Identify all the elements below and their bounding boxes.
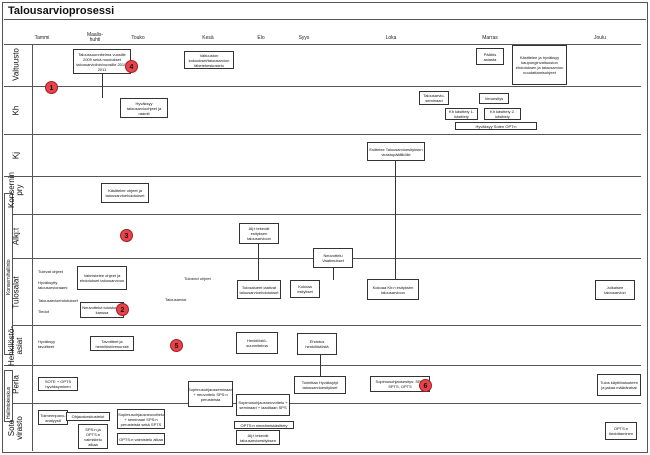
- lane-label-perla: Perla: [11, 375, 21, 394]
- box-tulos-valmistelee[interactable]: Valmistelee ohjeet ja ehdotukset talousa…: [77, 266, 127, 290]
- connector: [333, 268, 334, 280]
- tulos-label-talousarvio: Talousarvioehdotukset: [38, 298, 78, 303]
- badge-1: 1: [45, 81, 58, 94]
- connector: [102, 74, 103, 98]
- lane-divider: [4, 325, 641, 326]
- box-sote-ohjaus[interactable]: Ohjauskeskustelut: [66, 412, 110, 421]
- lane-divider: [4, 365, 641, 366]
- tulos-label-hyvaksytty: Hyväksytty talousarvioraami: [38, 280, 68, 290]
- month-header: Marras: [482, 35, 498, 41]
- box-perla-sopimusohjaus[interactable]: Sopimusohjausneuvottelu + seminaari + la…: [236, 394, 290, 416]
- month-header: Elo: [257, 35, 265, 41]
- month-header: Loka: [385, 35, 397, 41]
- month-header: Kesä: [202, 35, 214, 41]
- box-kh-kasittely-2[interactable]: Kh käsittely 2. käsittely: [484, 108, 521, 120]
- lane-label-alkj: Alkj:t: [11, 227, 21, 246]
- tulos-label-tiedot: Tiedot: [38, 309, 49, 314]
- badge-3: 3: [120, 229, 133, 242]
- lane-divider: [4, 176, 641, 177]
- lane-label-valtuusto: Valtuusto: [11, 48, 21, 81]
- group-konsernihallinto: [4, 193, 13, 355]
- box-perla-sote[interactable]: SOTE + OPTS hyväksyminen: [38, 377, 78, 391]
- box-perla-tiedote[interactable]: Toimittaa Hyväksytyt talousarvioesitykse…: [294, 376, 346, 394]
- hr-label-hyvaksyy: Hyväksyy tavoitteet: [38, 339, 56, 349]
- connector: [395, 161, 396, 279]
- label-column-divider: [32, 44, 33, 451]
- group-hallintokeskus: [4, 370, 13, 422]
- box-alkj-ehdotus[interactable]: Alj:t tekevät esityksen talousarvioon: [239, 223, 279, 244]
- box-valtuusto-paatos[interactable]: Päätös asiasta: [476, 48, 504, 65]
- box-sote-alkjtae[interactable]: Alj:t tekevät talousarvioesityksen: [236, 430, 280, 445]
- box-hr-henkilosto[interactable]: Henkilöstö-suunnitelma: [236, 332, 278, 354]
- box-tulos-neuvottelu[interactable]: Neuvottelu Vaatimukset: [313, 248, 353, 268]
- box-kh-opt[interactable]: Hyväksyy Soten OPT:n: [455, 122, 537, 130]
- lane-label-henkilosto: Henkilöstö- asiat: [7, 326, 24, 367]
- box-tulos-ehdotukset[interactable]: Tulosalueet laativat talousarvioehdotuks…: [237, 280, 281, 299]
- box-sote-optsto[interactable]: OPTS:n tiedottaminen: [605, 422, 637, 440]
- title-divider: [4, 19, 646, 20]
- month-header: Touko: [131, 35, 145, 41]
- badge-6: 6: [419, 379, 432, 392]
- lane-divider: [4, 86, 641, 87]
- box-valtuusto-tae[interactable]: Taloussuunnitelma vuosille 2009 sekä muu…: [73, 49, 131, 74]
- lane-divider: [4, 134, 641, 135]
- lane-divider: [4, 44, 641, 45]
- connector: [320, 355, 321, 376]
- box-hr-tavoitteet[interactable]: Tavoitteet ja henkilöstöresurssit: [90, 336, 134, 351]
- box-tulos-kokoaa[interactable]: Kokoaa esitykset: [290, 280, 320, 298]
- lane-label-konsernin-pry: Konsernin pry: [7, 171, 24, 209]
- box-perla-tulos[interactable]: Tulos käyttötalouteen ja jakaa määräraha…: [597, 374, 641, 396]
- badge-2: 2: [116, 303, 129, 316]
- month-header: Maalis- huhti: [86, 32, 104, 43]
- box-sote-optsvalmis[interactable]: OPTS:n valmistelu alkaa: [117, 433, 165, 445]
- badge-5: 5: [170, 339, 183, 352]
- lane-divider: [4, 214, 641, 215]
- box-hr-ehdotus[interactable]: Ehdotus henkilöstöstä: [297, 333, 337, 355]
- box-perla-sopimus[interactable]: Sopimusohjausseminaari + neuvottelu SPS:…: [188, 381, 233, 407]
- diagram-title: Talousarvioprosessi: [8, 5, 115, 17]
- box-kh-hyvaksyy[interactable]: Hyväksyy talousarvioohjeet ja raamit: [120, 98, 168, 118]
- month-header: Syys: [298, 35, 310, 41]
- box-tulos-julkaisee[interactable]: Julkaisee talousarvion: [595, 280, 635, 300]
- box-kh-kasittely-1[interactable]: Kh käsittely 1. käsittely: [445, 108, 478, 120]
- box-kh-seminaari[interactable]: Talousarvio-seminaari: [419, 91, 449, 105]
- box-tulos-neuvottelut[interactable]: Neuvottelut tuloskortin kanssa: [80, 302, 124, 318]
- tulos-label-tulosrivi: Tulosrivi ohjeet: [184, 276, 211, 281]
- box-kh-veroesitys[interactable]: Veroesitys: [479, 93, 509, 104]
- badge-4: 4: [125, 60, 138, 73]
- box-valtuusto-kokoukset[interactable]: Valtuuston kokoukset/talousarvion lähete…: [184, 51, 234, 69]
- connector: [258, 244, 259, 280]
- lane-label-sote: Sote virasto: [7, 416, 24, 440]
- box-sote-sps[interactable]: Sopimusohjausneuvottelu + seminaari SPS:…: [117, 409, 165, 429]
- month-header: Tammi: [34, 35, 50, 41]
- month-header: Joulu: [594, 35, 606, 41]
- box-kpry-kasittelee[interactable]: Käsittelee ohjeet ja talousarvioehdotuks…: [101, 183, 149, 203]
- box-perla-sopimukset[interactable]: Sopimusohjausesitys: SPS, SPTS, OPTS: [370, 376, 430, 392]
- tulos-label-tulevat: Tulevat ohjeet: [38, 269, 63, 274]
- tulos-label-talousarviot: Talousarviot: [165, 297, 187, 302]
- lane-divider: [4, 403, 641, 404]
- box-tulos-kokoaa-kh[interactable]: Kokoaa Kh:n esityksen talousarvioon: [367, 279, 419, 300]
- box-kj-esittelee[interactable]: Esittelee Talousarvioesityksen virastopä…: [367, 142, 425, 161]
- lane-label-tulosalat: Tulosalat: [11, 276, 21, 309]
- box-valtuusto-kasittely[interactable]: Käsittelee ja hyväksyy kaupunginvaltuust…: [512, 45, 567, 85]
- box-sote-spstuki[interactable]: SPS:n ja OPTS:n valmistelu alkaa: [78, 424, 108, 449]
- box-sote-optsnimet[interactable]: OPTS:n nimeämiskäsittely: [234, 421, 294, 429]
- lane-label-kh: Kh: [11, 105, 21, 116]
- box-sote-toimeenpano[interactable]: Toimeenpano-analyysit: [38, 410, 68, 425]
